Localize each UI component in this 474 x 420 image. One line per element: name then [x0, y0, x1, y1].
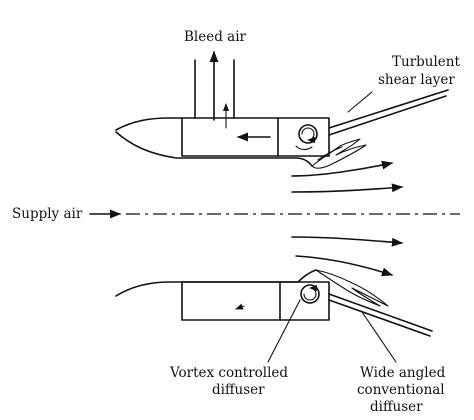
upper-inner-wall [115, 131, 313, 167]
lower-vortex-swirl [303, 284, 317, 301]
shear-layer-leader [347, 91, 373, 113]
bleed-air-label: Bleed air [184, 29, 247, 45]
lower-wide-diffuser-wall-b [328, 293, 433, 332]
upper-wide-diffuser-wall-b [328, 95, 447, 136]
lower-flow-arrow-2 [295, 255, 394, 277]
wide-angled-label: Wide angled [360, 365, 446, 381]
vortex-controlled-label: Vortex controlled [169, 365, 288, 381]
supply-air-label: Supply air [12, 206, 83, 222]
wide-diffuser-leader [361, 311, 397, 363]
upper-shear-layer-curl [317, 146, 343, 161]
upper-vortex-lip [295, 145, 313, 151]
upper-outer-wall [115, 117, 183, 131]
upper-vortex-swirl [301, 127, 315, 144]
vortex-diffuser-label: diffuser [212, 382, 265, 398]
lower-outer-wall [115, 281, 183, 297]
shear-layer-label: shear layer [378, 72, 455, 88]
lower-flow-arrow-1 [291, 236, 404, 247]
turbulent-label: Turbulent [392, 54, 460, 70]
lower-inner-wall [181, 269, 317, 283]
upper-vortex-chamber [181, 117, 330, 157]
wide-diffuser-label: diffuser [370, 399, 423, 415]
upper-flow-arrow-1 [291, 160, 394, 177]
upper-flow-arrow-2 [291, 183, 404, 193]
upper-shear-layer [311, 138, 367, 169]
lower-shear-layer [315, 269, 389, 307]
upper-wide-diffuser-wall-a [328, 89, 449, 129]
lower-chamber-arrow [235, 303, 245, 310]
conventional-label: conventional [357, 382, 445, 398]
lower-wide-diffuser-wall-a [328, 299, 431, 337]
vortex-diffuser-leader [267, 299, 301, 363]
lower-vortex-chamber [181, 281, 330, 321]
